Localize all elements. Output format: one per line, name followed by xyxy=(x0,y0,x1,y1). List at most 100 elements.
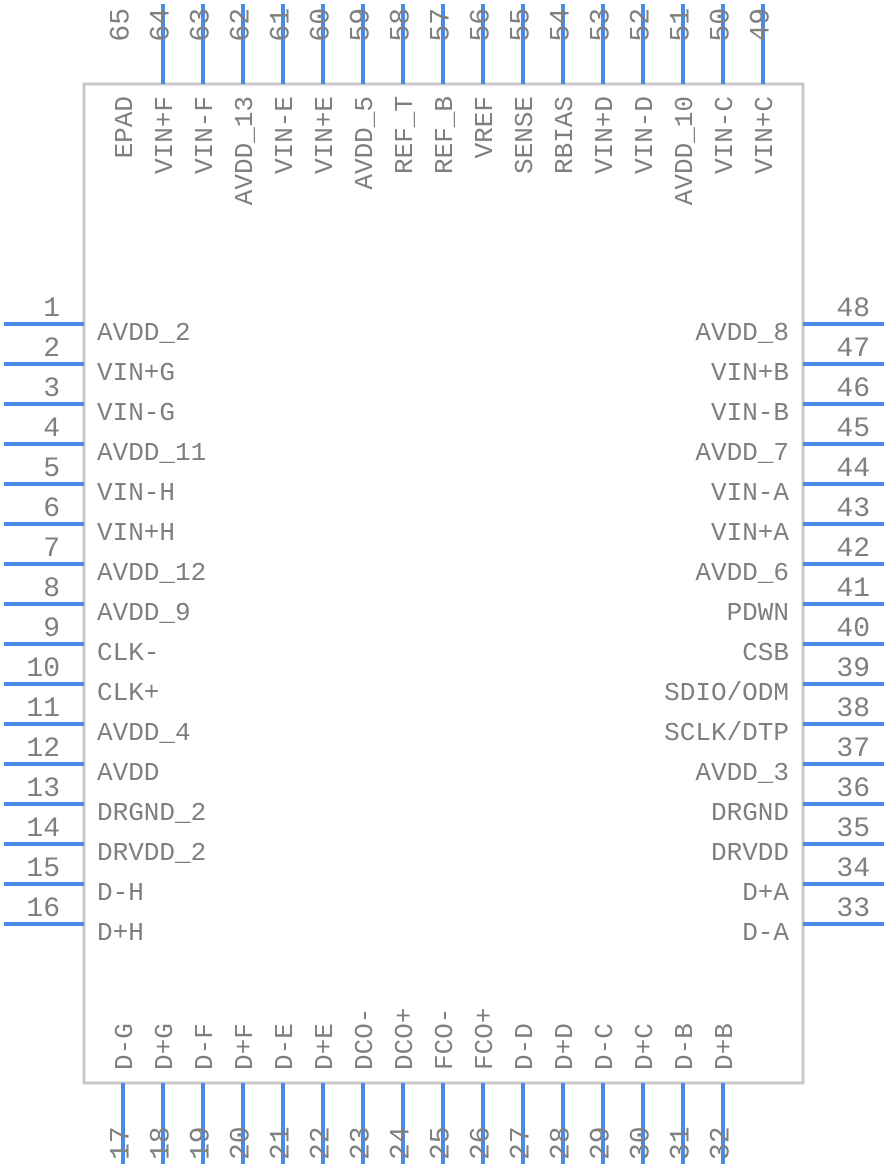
pin-9-label: CLK- xyxy=(97,638,159,668)
pin-9-number: 9 xyxy=(43,614,60,645)
pin-39-number: 39 xyxy=(836,654,870,685)
pin-10-number: 10 xyxy=(26,654,60,685)
pin-18-label: D+G xyxy=(150,1023,180,1070)
pin-36-label: DRGND xyxy=(711,798,789,828)
pin-25-number: 25 xyxy=(427,1126,458,1160)
pin-49-number: 49 xyxy=(747,8,778,42)
pin-38-number: 38 xyxy=(836,694,870,725)
pin-59-number: 59 xyxy=(347,8,378,42)
pin-6-label: VIN+H xyxy=(97,518,175,548)
pin-37-number: 37 xyxy=(836,734,870,765)
pin-42-label: AVDD_6 xyxy=(695,558,789,588)
pin-4-number: 4 xyxy=(43,414,60,445)
pin-23-label: DCO- xyxy=(350,1008,380,1070)
pin-2-number: 2 xyxy=(43,334,60,365)
pin-28-label: D+D xyxy=(550,1023,580,1070)
pin-50-label: VIN-C xyxy=(710,96,740,174)
pin-65-label: EPAD xyxy=(110,96,140,158)
pin-44-number: 44 xyxy=(836,454,870,485)
pin-33-label: D-A xyxy=(742,918,789,948)
pin-61-number: 61 xyxy=(267,8,298,42)
pin-35-number: 35 xyxy=(836,814,870,845)
pin-17-number: 17 xyxy=(107,1126,138,1160)
pin-56-label: VREF xyxy=(470,96,500,158)
pin-11-label: AVDD_4 xyxy=(97,718,191,748)
pin-7-label: AVDD_12 xyxy=(97,558,206,588)
pin-52-label: VIN-D xyxy=(630,96,660,174)
pin-51-number: 51 xyxy=(667,8,698,42)
pin-8-number: 8 xyxy=(43,574,60,605)
pin-2-label: VIN+G xyxy=(97,358,175,388)
pin-36-number: 36 xyxy=(836,774,870,805)
pin-24-number: 24 xyxy=(387,1126,418,1160)
pin-57-number: 57 xyxy=(427,8,458,42)
pin-1-number: 1 xyxy=(43,294,60,325)
pin-7-number: 7 xyxy=(43,534,60,565)
pin-50-number: 50 xyxy=(707,8,738,42)
pin-29-number: 29 xyxy=(587,1126,618,1160)
pin-53-number: 53 xyxy=(587,8,618,42)
pin-13-label: DRGND_2 xyxy=(97,798,206,828)
pin-5-label: VIN-H xyxy=(97,478,175,508)
pin-47-number: 47 xyxy=(836,334,870,365)
pin-18-number: 18 xyxy=(147,1126,178,1160)
pin-65-number: 65 xyxy=(107,8,138,42)
pin-22-number: 22 xyxy=(307,1126,338,1160)
pin-56-number: 56 xyxy=(467,8,498,42)
pin-30-number: 30 xyxy=(627,1126,658,1160)
pin-64-number: 64 xyxy=(147,8,178,42)
pin-55-label: SENSE xyxy=(510,96,540,174)
pin-48-label: AVDD_8 xyxy=(695,318,789,348)
pin-41-number: 41 xyxy=(836,574,870,605)
pin-40-number: 40 xyxy=(836,614,870,645)
pin-51-label: AVDD_10 xyxy=(670,96,700,205)
pin-11-number: 11 xyxy=(26,694,60,725)
pin-25-label: FCO- xyxy=(430,1008,460,1070)
pin-34-label: D+A xyxy=(742,878,789,908)
right-pin-group: 48AVDD_847VIN+B46VIN-B45AVDD_744VIN-A43V… xyxy=(664,294,884,948)
pin-58-label: REF_T xyxy=(390,96,420,174)
pin-5-number: 5 xyxy=(43,454,60,485)
pin-61-label: VIN-E xyxy=(270,96,300,174)
pin-43-label: VIN+A xyxy=(711,518,789,548)
ic-body-outline xyxy=(82,82,805,1085)
pin-53-label: VIN+D xyxy=(590,96,620,174)
pin-20-number: 20 xyxy=(227,1126,258,1160)
pin-30-label: D+C xyxy=(630,1023,660,1070)
pin-14-label: DRVDD_2 xyxy=(97,838,206,868)
pin-27-label: D-D xyxy=(510,1023,540,1070)
pin-19-number: 19 xyxy=(187,1126,218,1160)
pin-62-label: AVDD_13 xyxy=(230,96,260,205)
pin-46-number: 46 xyxy=(836,374,870,405)
top-pin-group: 65EPAD64VIN+F63VIN-F62AVDD_1361VIN-E60VI… xyxy=(107,4,780,205)
pin-45-label: AVDD_7 xyxy=(695,438,789,468)
pin-10-label: CLK+ xyxy=(97,678,159,708)
pin-54-number: 54 xyxy=(547,8,578,42)
pin-45-number: 45 xyxy=(836,414,870,445)
pin-26-number: 26 xyxy=(467,1126,498,1160)
pin-20-label: D+F xyxy=(230,1023,260,1070)
pin-8-label: AVDD_9 xyxy=(97,598,191,628)
pin-59-label: AVDD_5 xyxy=(350,96,380,190)
pin-32-label: D+B xyxy=(710,1023,740,1070)
pin-31-number: 31 xyxy=(667,1126,698,1160)
pin-46-label: VIN-B xyxy=(711,398,789,428)
pin-24-label: DCO+ xyxy=(390,1008,420,1070)
pin-47-label: VIN+B xyxy=(711,358,789,388)
pin-21-number: 21 xyxy=(267,1126,298,1160)
pin-15-number: 15 xyxy=(26,854,60,885)
pin-21-label: D-E xyxy=(270,1023,300,1070)
pin-19-label: D-F xyxy=(190,1023,220,1070)
pin-58-number: 58 xyxy=(387,8,418,42)
pin-3-number: 3 xyxy=(43,374,60,405)
pin-15-label: D-H xyxy=(97,878,144,908)
pin-28-number: 28 xyxy=(547,1126,578,1160)
pin-27-number: 27 xyxy=(507,1126,538,1160)
left-pin-group: 1AVDD_22VIN+G3VIN-G4AVDD_115VIN-H6VIN+H7… xyxy=(4,294,206,948)
pin-63-label: VIN-F xyxy=(190,96,220,174)
pin-39-label: SDIO/ODM xyxy=(664,678,789,708)
pin-44-label: VIN-A xyxy=(711,478,789,508)
pin-26-label: FCO+ xyxy=(470,1008,500,1070)
pin-64-label: VIN+F xyxy=(150,96,180,174)
